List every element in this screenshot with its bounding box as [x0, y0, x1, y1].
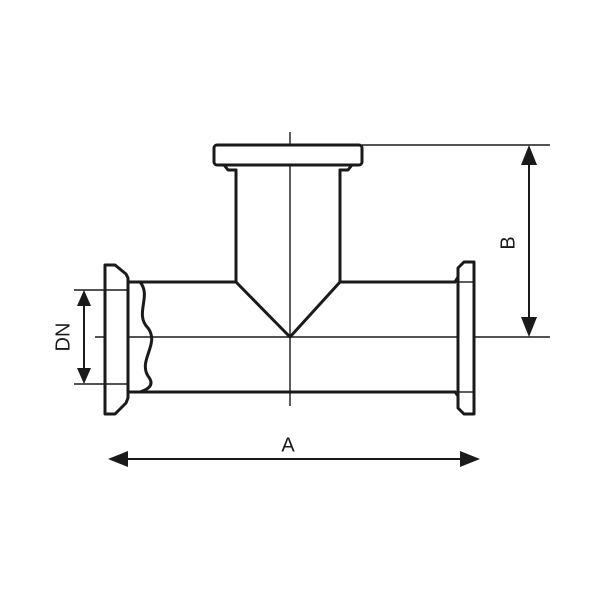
a-arrow-right	[460, 451, 480, 467]
a-arrow-left	[108, 451, 128, 467]
b-arrow-bottom	[521, 317, 537, 337]
dn-arrow-bottom	[77, 368, 91, 384]
b-label: B	[497, 236, 519, 249]
right-flange	[453, 260, 476, 416]
cut-away-break	[138, 280, 154, 394]
top-flange	[212, 143, 364, 167]
b-arrow-top	[521, 145, 537, 165]
center-lines	[95, 132, 550, 406]
a-label: A	[281, 434, 295, 456]
dn-arrow-top	[77, 290, 91, 306]
dn-dimension: DN	[52, 289, 128, 385]
b-dimension: B	[362, 144, 550, 337]
a-dimension: A	[108, 434, 480, 467]
top-branch	[212, 143, 364, 339]
main-run	[126, 280, 457, 394]
top-branch-body	[234, 168, 342, 339]
left-flange	[103, 263, 154, 416]
dn-label: DN	[52, 323, 74, 352]
